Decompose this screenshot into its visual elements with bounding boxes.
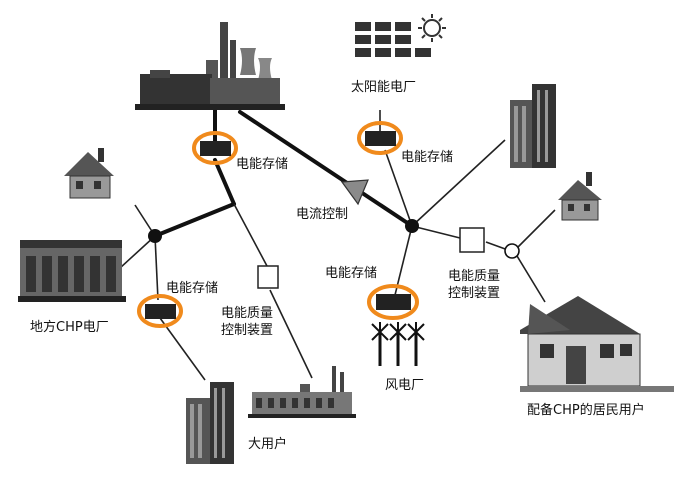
residential-chp-house-icon: [520, 296, 674, 392]
large-user-building-icon: [186, 382, 234, 464]
storage-unit-center: [367, 284, 419, 320]
storage-unit-left: [137, 294, 183, 328]
label-pq-control-right-line2: 控制装置: [448, 286, 501, 301]
label-pq-control-left-line1: 电能质量: [221, 306, 274, 321]
flow-control-icon: [340, 179, 369, 206]
node-ring: [504, 243, 520, 259]
line-bus-to-pq-left: [233, 203, 268, 267]
line-pq-to-ring: [485, 241, 509, 251]
thick-lines: [153, 108, 414, 238]
house-icon-left: [64, 148, 114, 199]
line-bus-to-node-left: [153, 202, 236, 238]
label-pq-control-right: 电能质量 控制装置: [448, 268, 500, 302]
label-large-user: 大用户: [248, 437, 288, 452]
label-local-chp: 地方CHP电厂: [30, 320, 109, 335]
label-storage-top-left: 电能存储: [236, 157, 289, 172]
label-wind-plant: 风电厂: [385, 378, 425, 393]
storage-unit-top-right: [357, 121, 403, 155]
node-center: [405, 219, 419, 233]
wind-turbines-icon: [371, 322, 425, 366]
tower-building-icon: [510, 84, 556, 168]
pq-device-right-icon: [459, 227, 485, 253]
line-node-to-chp: [119, 235, 156, 269]
house-icon-right: [558, 172, 602, 221]
label-storage-center: 电能存储: [325, 266, 378, 281]
line-storage-to-large-user: [159, 317, 206, 381]
label-pq-control-right-line1: 电能质量: [448, 269, 501, 284]
line-storage-to-node: [384, 149, 413, 227]
line-ring-to-residence: [513, 250, 546, 303]
line-node-to-pq-right: [411, 225, 461, 239]
label-solar-plant: 太阳能电厂: [351, 80, 417, 95]
label-pq-control-left-line2: 控制装置: [221, 323, 274, 338]
line-node-to-storage-left: [154, 235, 159, 301]
power-plant-icon: [135, 22, 285, 110]
chp-plant-icon: [18, 240, 126, 302]
line-storage-to-bus: [213, 158, 236, 206]
pq-device-left-icon: [257, 265, 279, 289]
label-storage-left: 电能存储: [166, 281, 219, 296]
storage-unit-top-left: [192, 131, 238, 165]
line-plant-to-node-center: [238, 110, 414, 228]
label-flow-control: 电流控制: [296, 207, 349, 222]
thin-lines: [119, 110, 556, 381]
label-storage-top-right: 电能存储: [401, 150, 454, 165]
line-pq-to-factory: [269, 289, 313, 379]
factory-icon: [248, 366, 356, 418]
line-node-to-storage-center: [394, 225, 413, 296]
label-chp-residential: 配备CHP的居民用户: [527, 403, 645, 418]
node-left: [148, 229, 162, 243]
line-node-to-tower: [411, 139, 506, 227]
solar-panel-icon: [355, 22, 431, 57]
label-pq-control-left: 电能质量 控制装置: [221, 305, 273, 339]
line-ring-to-house: [513, 209, 556, 252]
sun-icon: [418, 14, 446, 42]
